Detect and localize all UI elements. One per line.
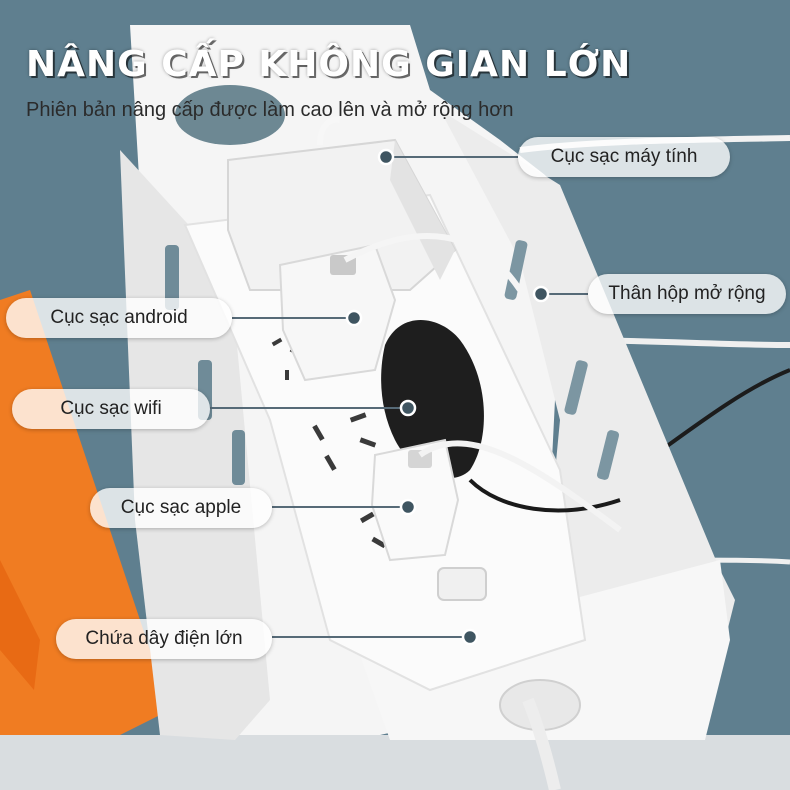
- power-switch: [437, 567, 487, 601]
- wall-slot: [564, 360, 588, 415]
- wall-slot: [165, 245, 179, 310]
- apple-charger: [370, 438, 460, 562]
- laptop-charger-side: [390, 140, 455, 280]
- callout-large-cable: Chứa dây điện lớn: [56, 619, 272, 659]
- wifi-cable: [468, 478, 621, 513]
- orange-panel-fold: [0, 560, 40, 690]
- laptop-charger-cable: [317, 116, 341, 146]
- callout-laptop-charger: Cục sạc máy tính: [518, 137, 730, 177]
- leader-lines: [210, 156, 588, 638]
- socket-pins: [271, 337, 387, 549]
- callout-android-charger: Cục sạc android: [6, 298, 232, 338]
- floor: [0, 735, 790, 790]
- bottom-cable: [522, 697, 561, 790]
- wall-slot: [596, 430, 620, 480]
- callout-expanded-body: Thân hộp mở rộng: [588, 274, 786, 314]
- handle-hole: [175, 85, 285, 145]
- apple-cable: [418, 440, 622, 533]
- wall-slot: [504, 240, 528, 300]
- callout-apple-charger: Cục sạc apple: [90, 488, 272, 528]
- android-cable: [343, 233, 523, 292]
- subheadline: Phiên bản nâng cấp được làm cao lên và m…: [26, 99, 514, 121]
- callout-wifi-charger: Cục sạc wifi: [12, 389, 210, 429]
- wifi-adapter: [381, 320, 484, 479]
- headline: NÂNG CẤP KHÔNG GIAN LỚN: [26, 44, 632, 85]
- wall-slot: [232, 430, 245, 485]
- callout-dots: [345, 148, 550, 646]
